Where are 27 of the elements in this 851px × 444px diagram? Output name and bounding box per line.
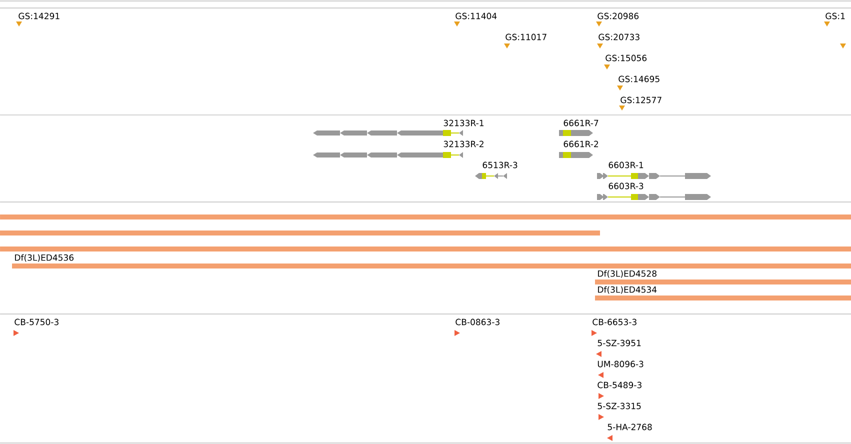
feature-label: 32133R-2 <box>444 140 484 148</box>
feature-label: UM-8096-3 <box>598 360 644 368</box>
feature-label: GS:11017 <box>506 34 546 40</box>
feature-label: 5-SZ-3951 <box>598 340 641 346</box>
feature-label: CB-0863-3 <box>456 318 500 326</box>
feature-label: Df(3L)ED4536 <box>15 254 74 262</box>
feature-label: 32133R-1 <box>444 120 484 126</box>
feature-label: GS:15056 <box>606 54 647 62</box>
feature-label: 6661R-2 <box>564 140 598 148</box>
feature-label: 6603R-3 <box>608 182 644 190</box>
feature-label: 5-HA-2768 <box>608 424 652 430</box>
feature-label: CB-5750-3 <box>14 318 58 326</box>
feature-label: GS:14695 <box>618 76 660 82</box>
feature-label: GS:1 <box>826 12 845 20</box>
feature-label: Df(3L)ED4528 <box>598 270 656 278</box>
feature-label: 6661R-7 <box>564 120 598 126</box>
feature-label: CB-6653-3 <box>592 318 636 326</box>
feature-label: GS:14291 <box>18 12 60 20</box>
feature-label: Df(3L)ED4534 <box>598 286 657 294</box>
feature-label: 6513R-3 <box>482 162 518 168</box>
feature-label: GS:20986 <box>598 12 639 20</box>
feature-label: CB-5489-3 <box>598 382 642 388</box>
feature-label: GS:20733 <box>598 34 640 40</box>
feature-label: 5-SZ-3315 <box>598 402 641 410</box>
feature-label: GS:11404 <box>456 12 497 20</box>
feature-label: GS:12577 <box>620 96 662 104</box>
feature-label: 6603R-1 <box>608 162 644 168</box>
